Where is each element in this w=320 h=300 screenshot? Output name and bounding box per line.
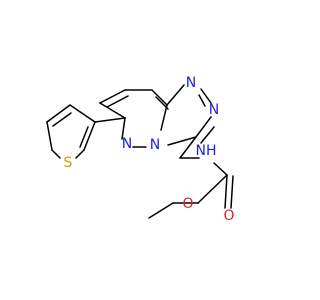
bond-lines [46, 84, 234, 219]
bond [195, 116, 212, 138]
bond [121, 117, 126, 140]
bond [94, 117, 126, 123]
sulfur-atom-label: S [64, 155, 73, 171]
bond [200, 88, 212, 104]
ester-oxygen-label: O [182, 196, 193, 212]
bond [106, 95, 129, 108]
bond [69, 104, 96, 123]
carbonyl-oxygen-label: O [223, 208, 234, 224]
bond [179, 136, 197, 159]
atom-labels: S N N N N NH O O [64, 75, 235, 224]
bond [99, 102, 126, 119]
bond [51, 149, 61, 159]
bridgehead-nitrogen-label: N [150, 137, 160, 153]
bond [99, 89, 126, 104]
amine-nitrogen-label: NH [196, 143, 217, 159]
bond [160, 104, 168, 131]
bond [213, 162, 228, 176]
bond [167, 136, 197, 146]
triazole-nitrogen-top-label: N [186, 75, 196, 91]
bond [198, 94, 206, 107]
bond [166, 84, 185, 106]
triazole-nitrogen-right-label: N [209, 102, 219, 118]
bond [197, 174, 228, 204]
bond [224, 174, 228, 209]
bond [148, 202, 174, 219]
pyridazine-nitrogen-label: N [122, 136, 132, 152]
bond [200, 126, 215, 144]
bond [75, 149, 85, 159]
bond [155, 96, 169, 110]
chemical-structure-diagram: S N N N N NH O O [46, 75, 235, 224]
bond [52, 112, 72, 127]
bond [151, 89, 168, 106]
bond [46, 121, 53, 151]
bond [83, 121, 96, 151]
bond [79, 126, 89, 148]
bond [46, 104, 71, 123]
bond [230, 175, 234, 209]
